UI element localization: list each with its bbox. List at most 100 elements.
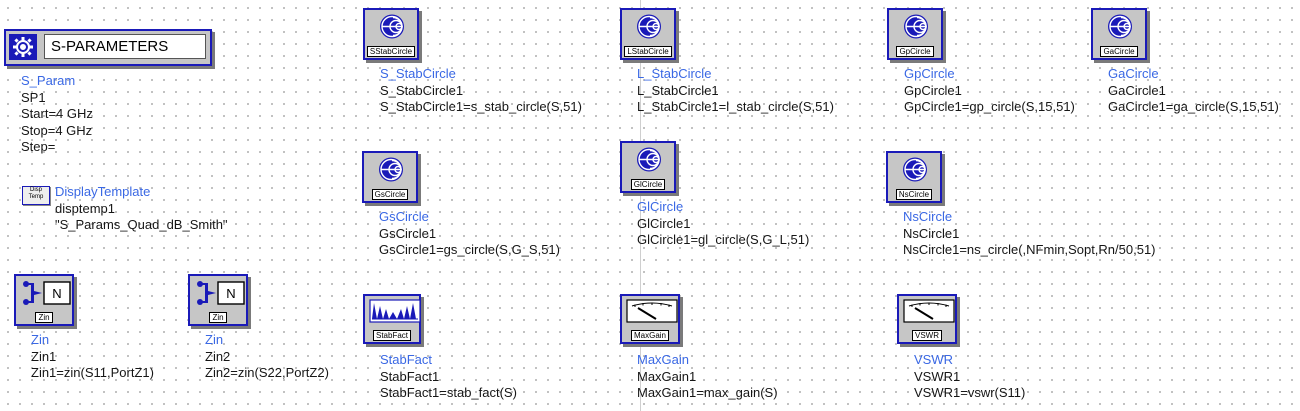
instance-name: StabFact1	[380, 368, 440, 384]
stabfact-symbol-icon	[369, 299, 421, 328]
component-type: MaxGain	[637, 352, 690, 367]
zin-icon[interactable]: N Zin	[14, 274, 74, 326]
expression: GsCircle1=gs_circle(S,G_S,51)	[379, 242, 560, 257]
template-parameter: "S_Params_Quad_dB_Smith"	[55, 217, 228, 232]
icon-label: GlCircle	[622, 179, 674, 190]
expression: GlCircle1=gl_circle(S,G_L,51)	[637, 232, 810, 247]
instance-name: GsCircle1	[379, 225, 437, 241]
component-type: Zin	[205, 332, 224, 347]
smith-symbol-icon	[1097, 13, 1143, 45]
component-type: GsCircle	[379, 209, 429, 224]
glcircle-icon[interactable]: GlCircle	[620, 141, 676, 193]
s-parameters-controller-icon[interactable]: S-PARAMETERS	[4, 29, 212, 66]
zin-symbol-icon: N	[194, 279, 248, 312]
smith-symbol-icon	[893, 13, 939, 45]
expression: GaCircle1=ga_circle(S,15,51)	[1108, 99, 1279, 114]
instance-name: MaxGain1	[637, 368, 697, 384]
component-type: S_Param	[21, 73, 76, 88]
sstabcircle-icon[interactable]: SStabCircle	[363, 8, 419, 60]
icon-label: SStabCircle	[365, 46, 417, 57]
instance-name: SP1	[21, 89, 46, 105]
zin-symbol-icon: N	[20, 279, 74, 312]
instance-name: VSWR1	[914, 368, 961, 384]
zin-icon[interactable]: N Zin	[188, 274, 248, 326]
gear-icon	[9, 34, 37, 60]
instance-name: GpCircle1	[904, 82, 962, 98]
icon-label: MaxGain	[622, 330, 678, 341]
component-type: GpCircle	[904, 66, 955, 81]
vswr-icon[interactable]: VSWR	[897, 294, 957, 344]
meter-symbol-icon	[626, 299, 678, 328]
instance-name: NsCircle1	[903, 225, 960, 241]
expression: VSWR1=vswr(S11)	[914, 385, 1026, 400]
smith-symbol-icon	[626, 146, 672, 178]
instance-name: Zin1	[31, 348, 57, 364]
component-type: DisplayTemplate	[55, 184, 151, 199]
icon-label: NsCircle	[888, 189, 940, 200]
component-type: StabFact	[380, 352, 433, 367]
expression: S_StabCircle1=s_stab_circle(S,51)	[380, 99, 582, 114]
icon-label: Zin	[16, 312, 72, 323]
instance-name: disptemp1	[55, 200, 115, 216]
gacircle-icon[interactable]: GaCircle	[1091, 8, 1147, 60]
nscircle-icon[interactable]: NsCircle	[886, 151, 942, 203]
gpcircle-icon[interactable]: GpCircle	[887, 8, 943, 60]
step-parameter: Step=	[21, 139, 56, 154]
maxgain-icon[interactable]: MaxGain	[620, 294, 680, 344]
component-type: GaCircle	[1108, 66, 1159, 81]
component-type: VSWR	[914, 352, 953, 367]
component-type: NsCircle	[903, 209, 953, 224]
meter-symbol-icon	[903, 299, 955, 328]
expression: Zin1=zin(S11,PortZ1)	[31, 365, 154, 380]
instance-name: S_StabCircle1	[380, 82, 464, 98]
instance-name: GlCircle1	[637, 215, 691, 231]
component-type: GlCircle	[637, 199, 684, 214]
display-template-icon[interactable]: Disp Temp	[22, 186, 50, 205]
smith-symbol-icon	[368, 156, 414, 188]
expression: L_StabCircle1=l_stab_circle(S,51)	[637, 99, 834, 114]
svg-text:N: N	[52, 286, 61, 301]
icon-label: Zin	[190, 312, 246, 323]
component-type: L_StabCircle	[637, 66, 712, 81]
component-type: S_StabCircle	[380, 66, 456, 81]
instance-name: Zin2	[205, 348, 231, 364]
display-template-properties[interactable]: DisplayTemplate disptemp1 "S_Params_Quad…	[55, 184, 228, 234]
s-parameters-title: S-PARAMETERS	[44, 34, 206, 59]
icon-label: GpCircle	[889, 46, 941, 57]
icon-label: LStabCircle	[622, 46, 674, 57]
smith-symbol-icon	[369, 13, 415, 45]
expression: Zin2=zin(S22,PortZ2)	[205, 365, 329, 380]
svg-text:N: N	[226, 286, 235, 301]
s-parameters-properties[interactable]: S_Param SP1 Start=4 GHz Stop=4 GHz Step=	[21, 73, 93, 156]
icon-label: GaCircle	[1093, 46, 1145, 57]
component-type: Zin	[31, 332, 50, 347]
icon-label: VSWR	[899, 330, 955, 341]
expression: GpCircle1=gp_circle(S,15,51)	[904, 99, 1075, 114]
smith-symbol-icon	[626, 13, 672, 45]
lstabcircle-icon[interactable]: LStabCircle	[620, 8, 676, 60]
smith-symbol-icon	[892, 156, 938, 188]
gscircle-icon[interactable]: GsCircle	[362, 151, 418, 203]
instance-name: GaCircle1	[1108, 82, 1166, 98]
expression: StabFact1=stab_fact(S)	[380, 385, 517, 400]
stop-parameter: Stop=4 GHz	[21, 122, 93, 138]
expression: NsCircle1=ns_circle(,NFmin,Sopt,Rn/50,51…	[903, 242, 1156, 257]
instance-name: L_StabCircle1	[637, 82, 719, 98]
canvas-guide-line	[640, 0, 641, 411]
stabfact-icon[interactable]: StabFact	[363, 294, 421, 344]
start-parameter: Start=4 GHz	[21, 106, 93, 121]
icon-label: StabFact	[365, 330, 419, 341]
icon-label: GsCircle	[364, 189, 416, 200]
